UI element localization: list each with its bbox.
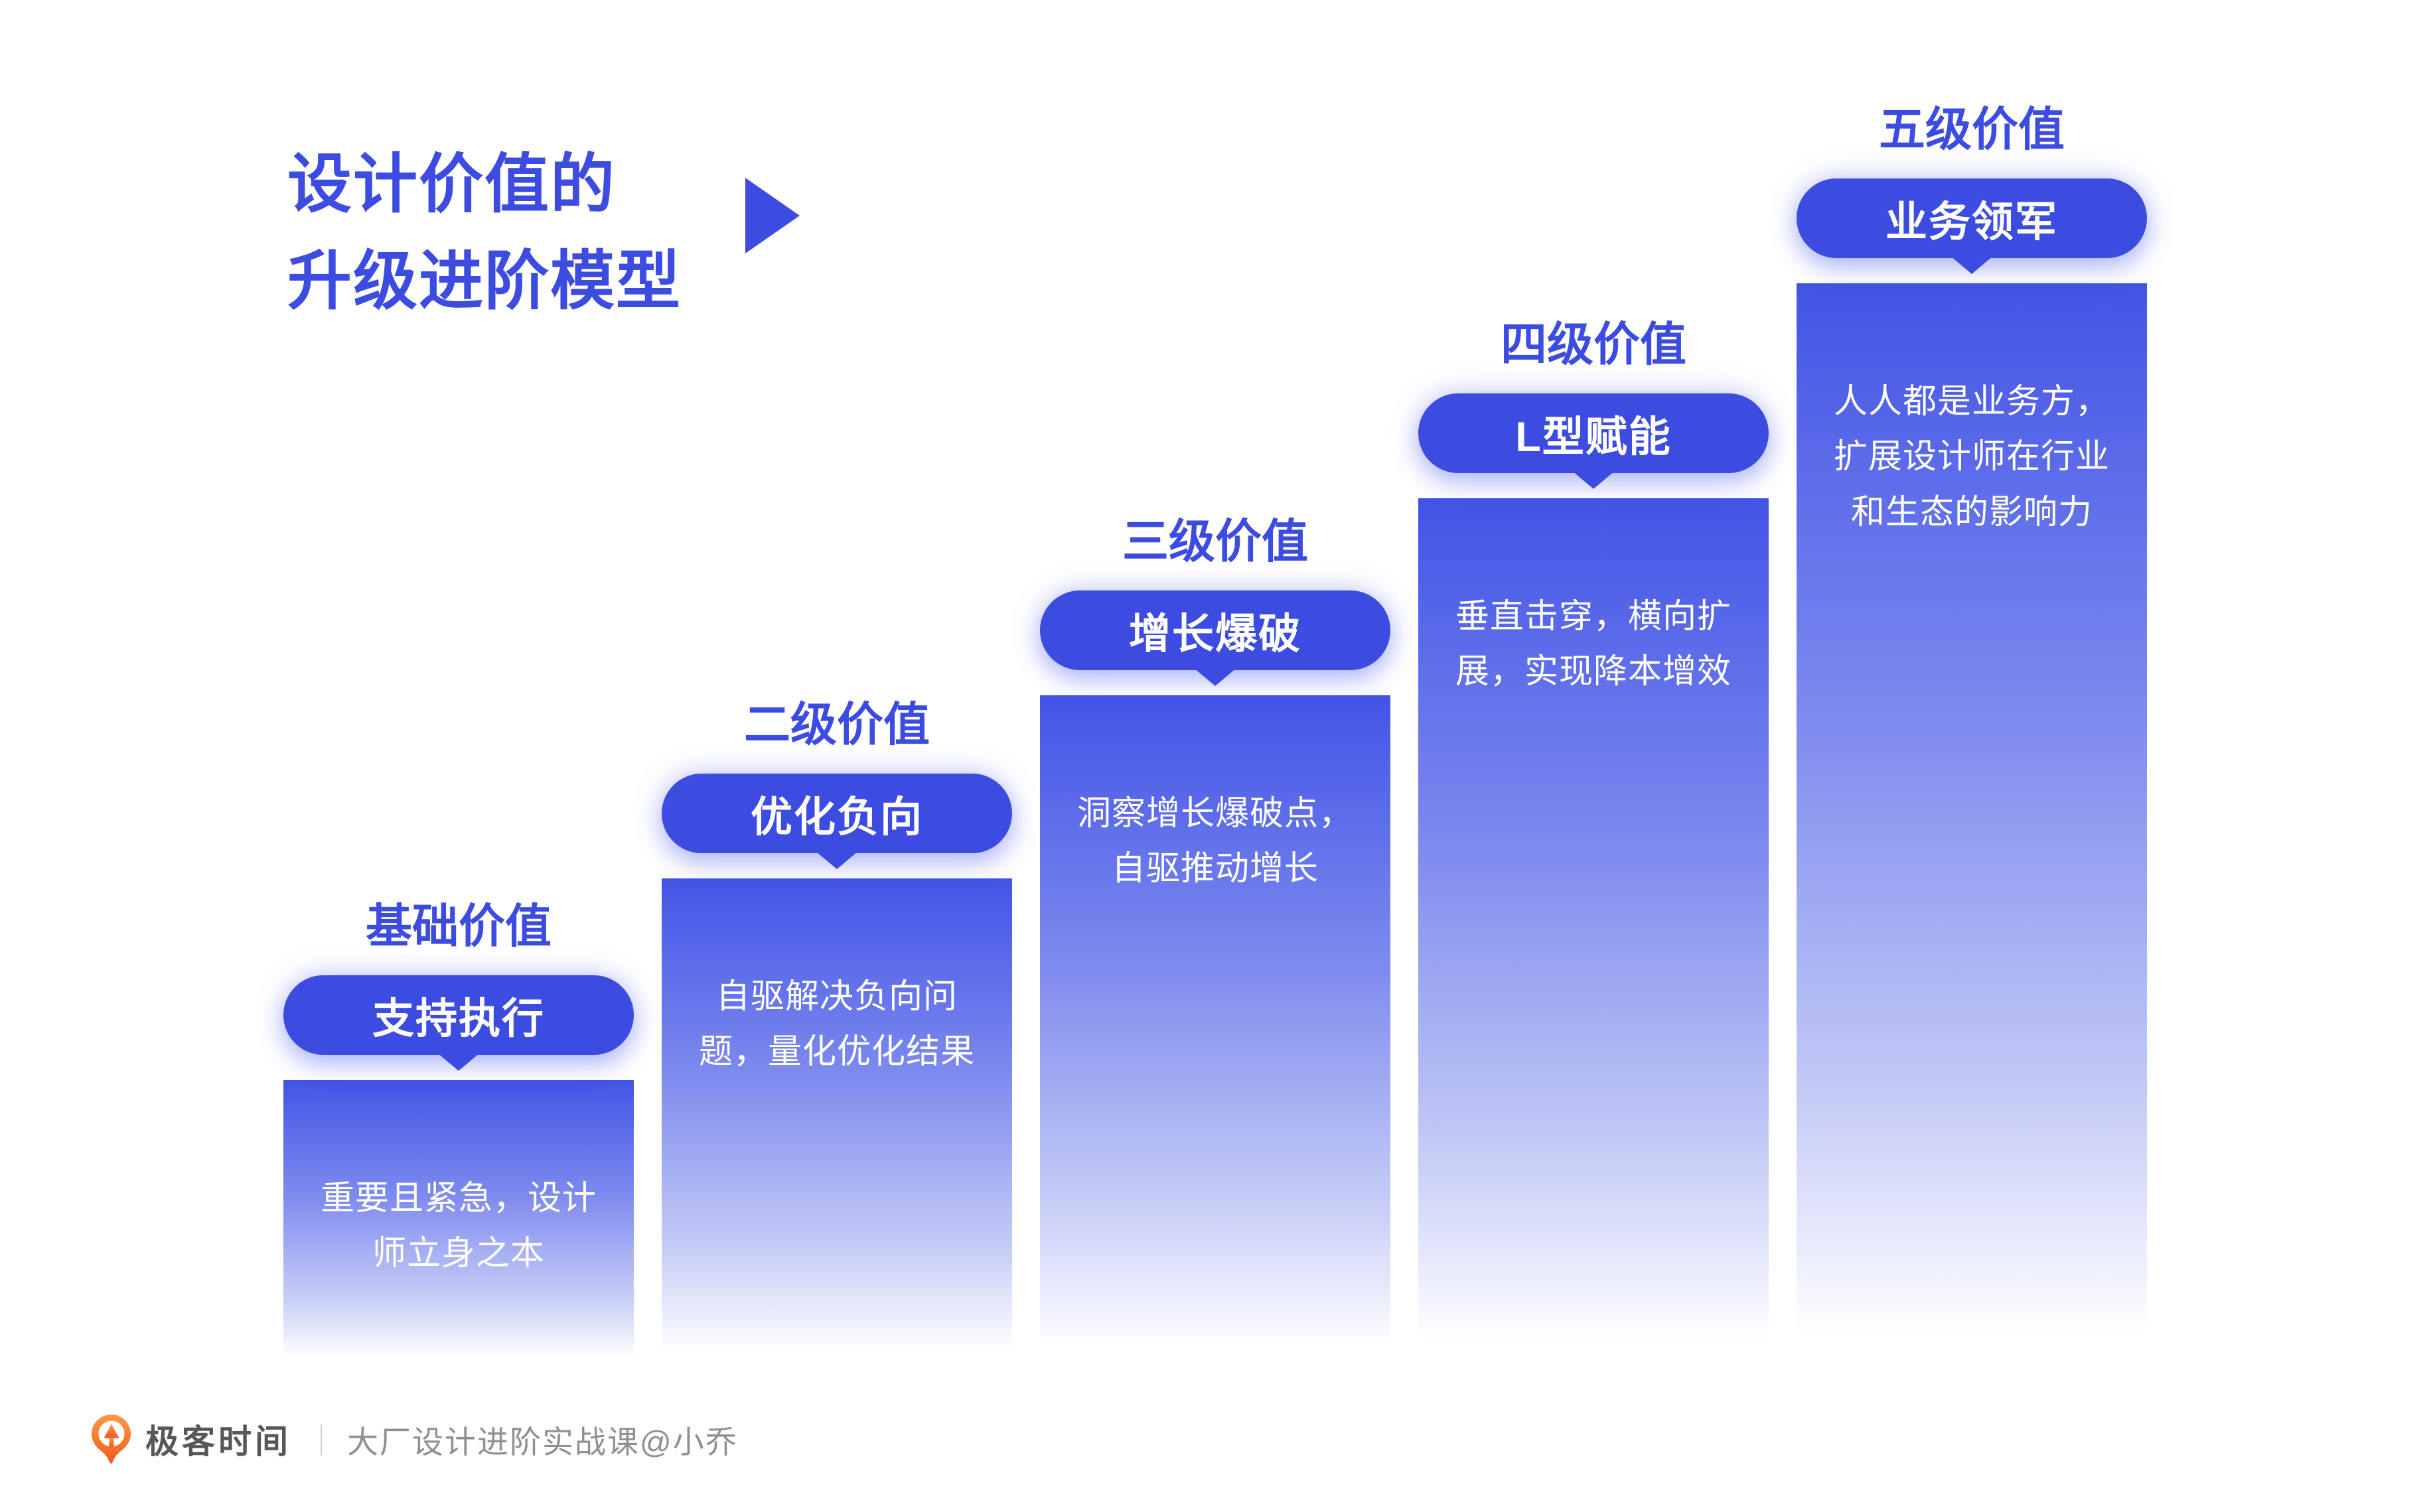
level-bar: 人人都是业务方， 扩展设计师在行业 和生态的影响力 xyxy=(1797,283,2147,1367)
badge-tail-icon xyxy=(1190,665,1240,686)
level-column-1: 基础价值 支持执行 重要且紧急，设计 师立身之本 xyxy=(283,902,634,1367)
badge-tail-icon xyxy=(812,848,862,869)
level-description: 重要且紧急，设计 师立身之本 xyxy=(320,1178,597,1272)
level-badge: 支持执行 xyxy=(283,975,634,1071)
level-description: 人人都是业务方， 扩展设计师在行业 和生态的影响力 xyxy=(1833,381,2110,531)
badge-tail-icon xyxy=(1947,253,1997,274)
geektime-logo-icon xyxy=(92,1414,131,1464)
level-bar: 重要且紧急，设计 师立身之本 xyxy=(283,1080,634,1367)
level-description: 垂直击穿，横向扩 展，实现降本增效 xyxy=(1455,596,1732,691)
level-bar: 垂直击穿，横向扩 展，实现降本增效 xyxy=(1418,498,1769,1367)
badge-tail-icon xyxy=(433,1050,484,1071)
level-column-3: 三级价值 增长爆破 洞察增长爆破点， 自驱推动增长 xyxy=(1040,517,1390,1367)
level-heading: 四级价值 xyxy=(1501,318,1686,370)
brand-name: 极客时间 xyxy=(145,1423,291,1460)
level-column-5: 五级价值 业务领军 人人都是业务方， 扩展设计师在行业 和生态的影响力 xyxy=(1797,105,2147,1367)
level-column-2: 二级价值 优化负向 自驱解决负向问 题，量化优化结果 xyxy=(662,701,1012,1367)
course-name: 大厂设计进阶实战课@小乔 xyxy=(347,1424,738,1460)
level-badge-label: 增长爆破 xyxy=(1129,610,1301,657)
page-title: 设计价值的 升级进阶模型 xyxy=(287,148,682,317)
level-bar: 自驱解决负向问 题，量化优化结果 xyxy=(662,878,1012,1367)
level-badge: 业务领军 xyxy=(1797,178,2147,274)
level-heading: 三级价值 xyxy=(1122,515,1308,567)
level-heading: 五级价值 xyxy=(1879,103,2065,155)
level-badge-label: L型赋能 xyxy=(1515,413,1672,460)
level-badge: L型赋能 xyxy=(1418,393,1769,489)
level-badge: 优化负向 xyxy=(662,774,1012,869)
level-bar: 洞察增长爆破点， 自驱推动增长 xyxy=(1040,695,1390,1367)
right-triangle-icon xyxy=(745,178,800,253)
level-badge-label: 业务领军 xyxy=(1885,198,2058,245)
level-heading: 基础价值 xyxy=(366,900,552,952)
level-heading: 二级价值 xyxy=(744,699,930,750)
level-badge-label: 支持执行 xyxy=(372,995,545,1042)
level-badge: 增长爆破 xyxy=(1040,590,1390,686)
level-description: 洞察增长爆破点， 自驱推动增长 xyxy=(1076,793,1353,888)
footer-divider: ｜ xyxy=(306,1424,336,1458)
footer: 极客时间 ｜ 大厂设计进阶实战课@小乔 xyxy=(91,1413,738,1465)
level-description: 自驱解决负向问 题，量化优化结果 xyxy=(698,977,975,1071)
level-badge-label: 优化负向 xyxy=(751,793,923,841)
level-column-4: 四级价值 L型赋能 垂直击穿，横向扩 展，实现降本增效 xyxy=(1418,320,1769,1367)
badge-tail-icon xyxy=(1568,468,1619,489)
